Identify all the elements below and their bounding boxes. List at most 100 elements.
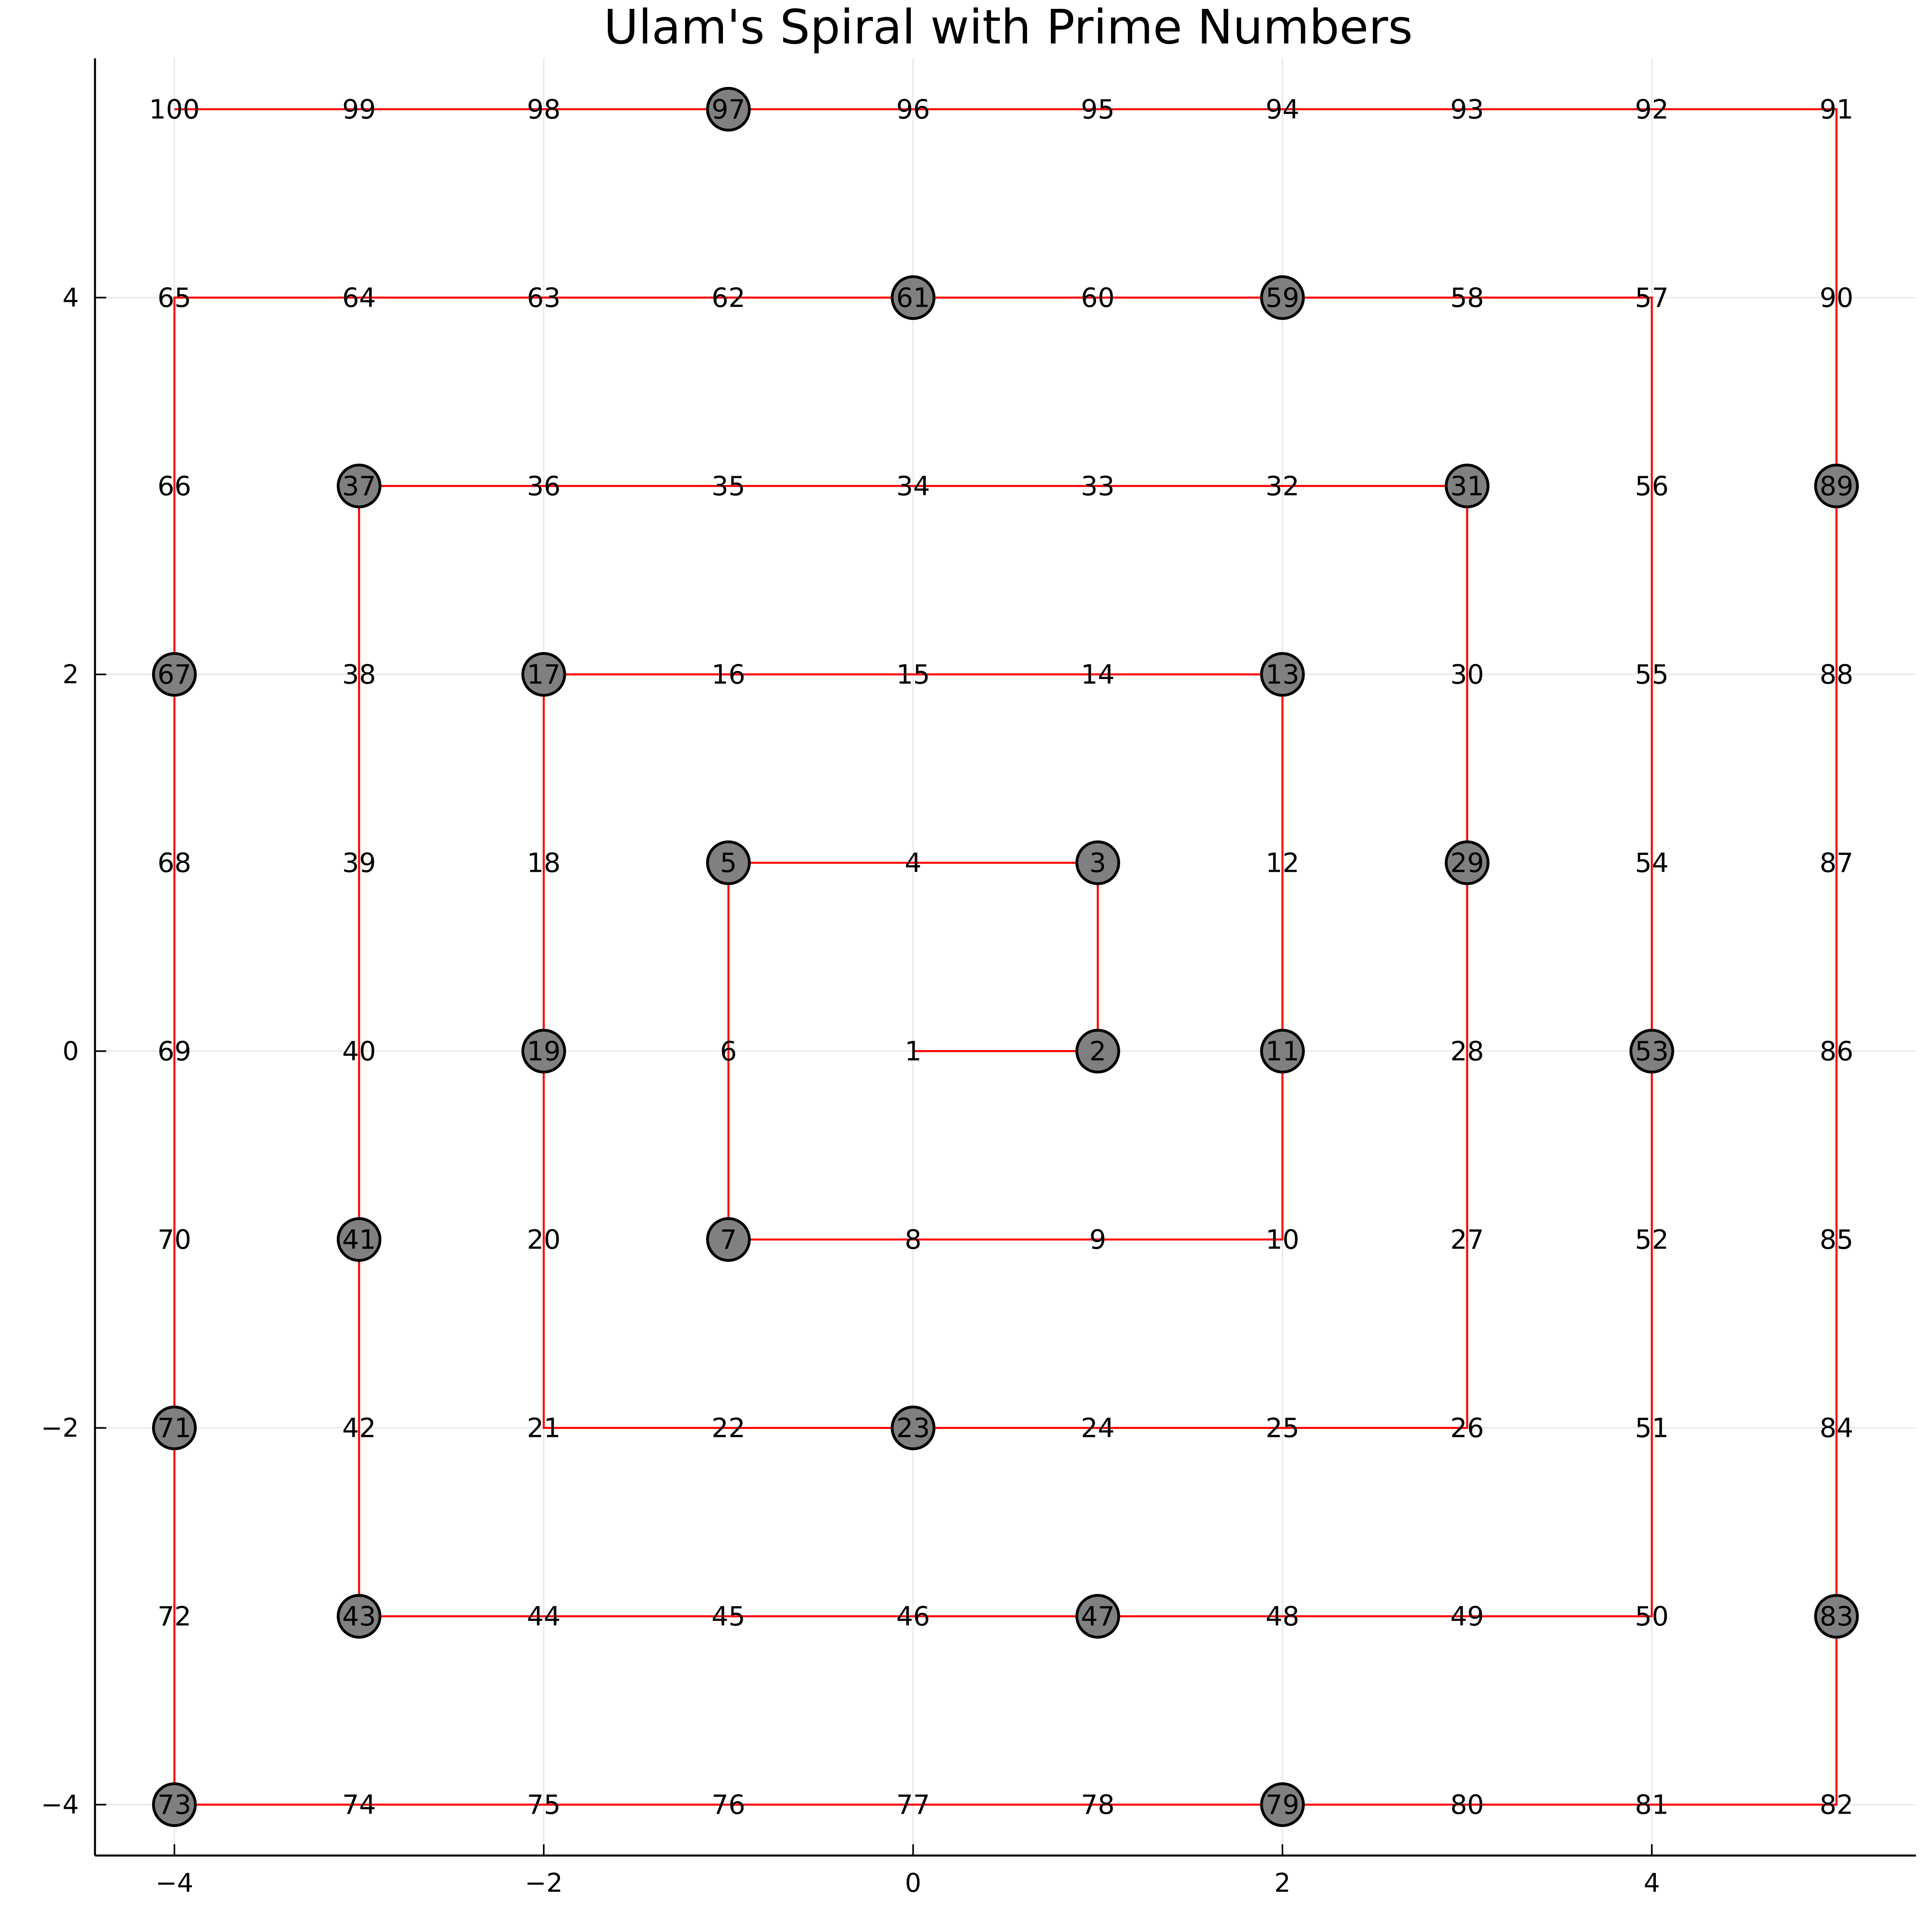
number-label: 10	[1265, 1224, 1299, 1255]
number-label: 81	[1635, 1790, 1669, 1821]
prime-marker	[1445, 840, 1490, 885]
number-label: 83	[1820, 1601, 1854, 1632]
number-label: 58	[1450, 282, 1484, 313]
x-tick-label: 4	[1644, 1868, 1660, 1898]
number-label: 86	[1820, 1036, 1854, 1067]
number-label: 49	[1450, 1601, 1484, 1632]
number-label: 87	[1820, 847, 1854, 878]
number-label: 74	[342, 1790, 376, 1821]
grid-lines	[95, 58, 1916, 1856]
number-label: 45	[712, 1601, 745, 1632]
number-label: 13	[1265, 659, 1299, 690]
number-label: 5	[720, 847, 737, 878]
prime-marker	[1629, 1029, 1674, 1074]
prime-marker	[1814, 1594, 1859, 1639]
number-label: 36	[527, 471, 561, 502]
number-label: 72	[157, 1601, 191, 1632]
prime-marker	[1260, 1782, 1305, 1827]
y-tick-label: −2	[41, 1414, 79, 1443]
number-label: 71	[157, 1413, 191, 1444]
number-label: 19	[527, 1036, 561, 1067]
number-label: 98	[527, 94, 561, 125]
number-label: 23	[896, 1413, 930, 1444]
prime-marker	[1814, 463, 1859, 508]
number-label: 99	[342, 94, 376, 125]
prime-marker	[706, 1217, 751, 1262]
number-label: 84	[1820, 1413, 1854, 1444]
prime-markers	[152, 87, 1859, 1827]
number-label: 51	[1635, 1413, 1669, 1444]
number-label: 78	[1081, 1790, 1115, 1821]
number-label: 88	[1820, 659, 1854, 690]
number-label: 4	[905, 847, 922, 878]
x-tick-label: 2	[1274, 1868, 1291, 1898]
prime-marker	[1445, 463, 1490, 508]
number-label: 12	[1265, 847, 1299, 878]
number-label: 70	[157, 1224, 191, 1255]
prime-marker	[152, 1782, 197, 1827]
number-label: 100	[149, 94, 200, 125]
x-tick-label: 0	[905, 1868, 921, 1898]
number-label: 92	[1635, 94, 1669, 125]
number-label: 39	[342, 847, 376, 878]
prime-marker	[1260, 652, 1305, 697]
number-label: 63	[527, 282, 561, 313]
number-label: 30	[1450, 659, 1484, 690]
number-label: 11	[1265, 1036, 1299, 1067]
number-label: 67	[157, 659, 191, 690]
number-label: 91	[1820, 94, 1854, 125]
x-tick-label: −2	[525, 1868, 563, 1898]
number-label: 34	[896, 471, 930, 502]
number-label: 40	[342, 1036, 376, 1067]
prime-marker	[1260, 1029, 1305, 1074]
number-label: 29	[1450, 847, 1484, 878]
number-label: 20	[527, 1224, 561, 1255]
number-label: 6	[720, 1036, 737, 1067]
number-label: 53	[1635, 1036, 1669, 1067]
prime-marker	[336, 1217, 382, 1262]
prime-marker	[152, 652, 197, 697]
y-tick-label: −4	[41, 1790, 79, 1820]
prime-marker	[1075, 840, 1120, 885]
number-label: 59	[1265, 282, 1299, 313]
number-label: 76	[712, 1790, 745, 1821]
number-label: 15	[896, 659, 930, 690]
number-label: 3	[1089, 847, 1106, 878]
number-label: 79	[1265, 1790, 1299, 1821]
number-label: 97	[712, 94, 745, 125]
prime-marker	[891, 1406, 936, 1451]
number-label: 14	[1081, 659, 1115, 690]
number-label: 7	[720, 1224, 737, 1255]
number-label: 62	[712, 282, 745, 313]
number-label: 28	[1450, 1036, 1484, 1067]
number-label: 24	[1081, 1413, 1115, 1444]
prime-marker	[152, 1406, 197, 1451]
y-tick-label: 2	[62, 660, 79, 689]
number-label: 65	[157, 282, 191, 313]
number-label: 60	[1081, 282, 1115, 313]
number-label: 52	[1635, 1224, 1669, 1255]
number-label: 93	[1450, 94, 1484, 125]
number-label: 47	[1081, 1601, 1115, 1632]
number-label: 80	[1450, 1790, 1484, 1821]
number-label: 33	[1081, 471, 1115, 502]
prime-marker	[336, 463, 382, 508]
number-label: 64	[342, 282, 376, 313]
number-label: 18	[527, 847, 561, 878]
y-tick-label: 0	[62, 1037, 79, 1067]
number-label: 54	[1635, 847, 1669, 878]
number-label: 55	[1635, 659, 1669, 690]
number-label: 32	[1265, 471, 1299, 502]
prime-marker	[336, 1594, 382, 1639]
number-label: 77	[896, 1790, 930, 1821]
number-label: 61	[896, 282, 930, 313]
number-label: 31	[1450, 471, 1484, 502]
chart-title: Ulam's Spiral with Prime Numbers	[604, 0, 1413, 55]
number-label: 27	[1450, 1224, 1484, 1255]
number-label: 17	[527, 659, 561, 690]
number-label: 75	[527, 1790, 561, 1821]
number-label: 35	[712, 471, 745, 502]
